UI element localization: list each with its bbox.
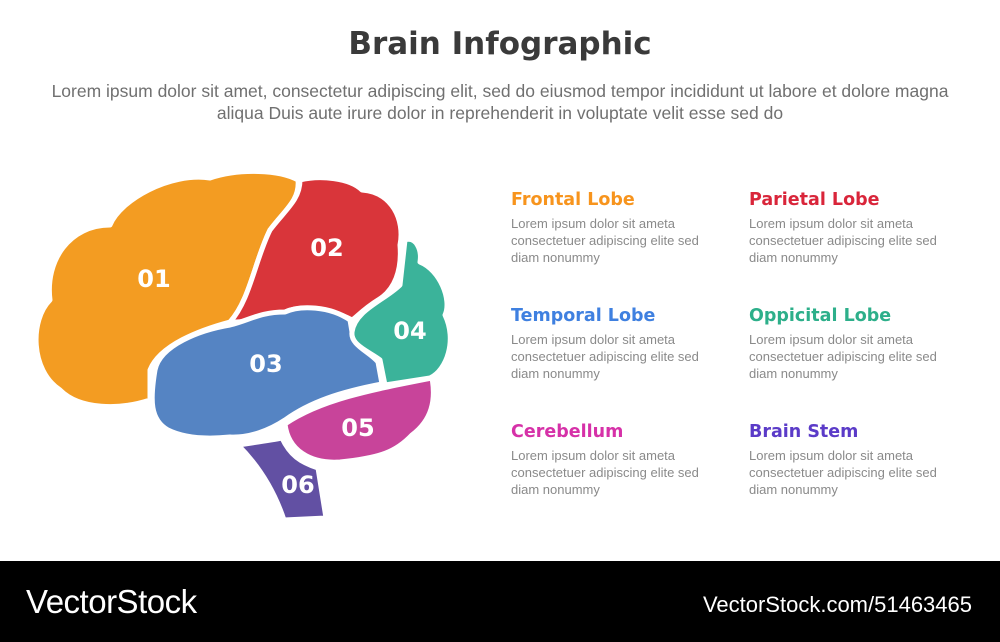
stock-id: VectorStock.com/51463465 <box>702 592 972 617</box>
item-text: Lorem ipsum dolor sit ameta consectetuer… <box>749 332 937 381</box>
item-title: Parietal Lobe <box>749 190 880 210</box>
item-text: Lorem ipsum dolor sit ameta consectetuer… <box>511 332 699 381</box>
info-item-cerebellum: Cerebellum Lorem ipsum dolor sit ameta c… <box>511 422 731 498</box>
item-title: Oppicital Lobe <box>749 306 892 326</box>
region-number-06: 06 <box>281 471 314 499</box>
info-item-frontal-lobe: Frontal Lobe Lorem ipsum dolor sit ameta… <box>511 190 731 266</box>
brain-region-04 <box>349 236 453 388</box>
region-number-01: 01 <box>137 265 170 293</box>
item-title: Temporal Lobe <box>511 306 656 326</box>
region-number-02: 02 <box>310 234 343 262</box>
item-text: Lorem ipsum dolor sit ameta consectetuer… <box>749 216 937 265</box>
brain-region-05 <box>282 375 436 465</box>
item-title: Frontal Lobe <box>511 190 635 210</box>
info-item-brain-stem: Brain Stem Lorem ipsum dolor sit ameta c… <box>749 422 969 498</box>
info-item-occipital-lobe: Oppicital Lobe Lorem ipsum dolor sit ame… <box>749 306 969 382</box>
region-number-04: 04 <box>393 317 426 345</box>
info-item-temporal-lobe: Temporal Lobe Lorem ipsum dolor sit amet… <box>511 306 731 382</box>
item-title: Brain Stem <box>749 422 859 442</box>
item-text: Lorem ipsum dolor sit ameta consectetuer… <box>511 216 699 265</box>
info-item-parietal-lobe: Parietal Lobe Lorem ipsum dolor sit amet… <box>749 190 969 266</box>
item-text: Lorem ipsum dolor sit ameta consectetuer… <box>511 448 699 497</box>
region-number-03: 03 <box>249 350 282 378</box>
page-title: Brain Infographic <box>348 26 652 62</box>
brain-region-06 <box>235 435 329 523</box>
region-number-05: 05 <box>341 414 374 442</box>
item-text: Lorem ipsum dolor sit ameta consectetuer… <box>749 448 937 497</box>
brain-diagram: 01 02 03 04 05 06 <box>33 169 453 523</box>
page-subtitle: Lorem ipsum dolor sit amet, consectetur … <box>51 81 949 123</box>
brain-region-03 <box>149 305 385 441</box>
footer-bar: VectorStock VectorStock.com/51463465 <box>0 561 1000 642</box>
item-title: Cerebellum <box>511 422 624 442</box>
vectorstock-logo: VectorStock <box>26 583 197 620</box>
